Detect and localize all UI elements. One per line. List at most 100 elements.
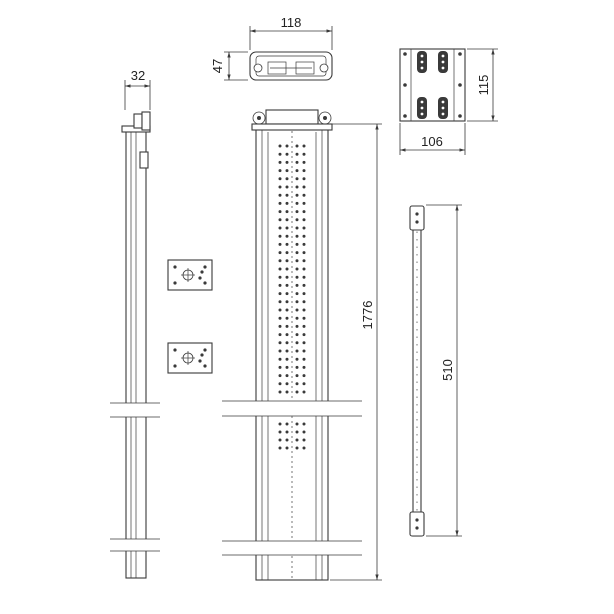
mounting-hole — [285, 144, 289, 148]
mounting-hole — [295, 152, 299, 156]
hole-pattern — [278, 144, 306, 450]
mounting-hole — [278, 201, 282, 205]
mounting-hole — [278, 185, 282, 189]
mounting-hole — [285, 341, 289, 345]
mounting-hole — [295, 193, 299, 197]
mounting-hole — [302, 242, 306, 246]
mounting-hole — [302, 446, 306, 450]
mounting-hole — [295, 357, 299, 361]
mounting-hole — [302, 152, 306, 156]
top-view — [249, 51, 333, 81]
mounting-hole — [278, 210, 282, 214]
mounting-hole — [278, 300, 282, 304]
mounting-hole — [278, 316, 282, 320]
mounting-hole — [278, 324, 282, 328]
mounting-hole — [295, 292, 299, 296]
mounting-hole — [295, 185, 299, 189]
mounting-hole — [278, 234, 282, 238]
mounting-hole — [278, 333, 282, 337]
mounting-hole — [285, 430, 289, 434]
mounting-hole — [278, 242, 282, 246]
mounting-hole — [302, 226, 306, 230]
mounting-hole — [302, 185, 306, 189]
mounting-hole — [295, 283, 299, 287]
mounting-hole — [278, 152, 282, 156]
mounting-hole — [295, 341, 299, 345]
dim-top-width: 118 — [249, 15, 333, 50]
mounting-hole — [302, 438, 306, 442]
mounting-hole — [302, 259, 306, 263]
main-column-view — [222, 109, 362, 581]
mounting-hole — [302, 210, 306, 214]
mounting-hole — [302, 365, 306, 369]
mounting-hole — [278, 390, 282, 394]
mounting-hole — [295, 144, 299, 148]
mounting-hole — [285, 390, 289, 394]
mounting-hole — [295, 300, 299, 304]
mounting-hole — [278, 251, 282, 255]
bracket-lower — [167, 342, 213, 374]
mounting-hole — [278, 438, 282, 442]
mounting-hole — [302, 333, 306, 337]
mounting-hole — [278, 144, 282, 148]
mounting-hole — [278, 349, 282, 353]
plate-height-label: 115 — [476, 75, 491, 96]
mounting-hole — [285, 292, 289, 296]
mounting-hole — [295, 177, 299, 181]
mounting-hole — [285, 275, 289, 279]
dim-rod-length: 510 — [426, 204, 462, 537]
rod-length-label: 510 — [440, 359, 455, 381]
mounting-hole — [285, 446, 289, 450]
mounting-hole — [285, 185, 289, 189]
mounting-hole — [302, 234, 306, 238]
mounting-hole — [295, 201, 299, 205]
mounting-hole — [295, 365, 299, 369]
mounting-hole — [285, 300, 289, 304]
mounting-hole — [295, 333, 299, 337]
top-height-label: 47 — [210, 59, 225, 73]
mounting-hole — [302, 177, 306, 181]
mounting-hole — [302, 193, 306, 197]
mounting-hole — [302, 422, 306, 426]
mounting-hole — [278, 267, 282, 271]
mounting-hole — [278, 226, 282, 230]
mounting-hole — [278, 446, 282, 450]
mounting-hole — [295, 374, 299, 378]
mounting-hole — [285, 365, 289, 369]
side-width-label: 32 — [131, 68, 145, 83]
mounting-hole — [302, 283, 306, 287]
mounting-hole — [278, 169, 282, 173]
mounting-hole — [285, 316, 289, 320]
mounting-hole — [278, 308, 282, 312]
dim-total-height: 1776 — [330, 123, 382, 581]
mounting-hole — [285, 193, 289, 197]
mounting-hole — [278, 193, 282, 197]
mounting-hole — [295, 267, 299, 271]
mounting-hole — [295, 438, 299, 442]
mounting-hole — [278, 341, 282, 345]
dim-plate-height: 115 — [467, 48, 498, 122]
mounting-hole — [302, 374, 306, 378]
mounting-hole — [285, 251, 289, 255]
mounting-hole — [278, 430, 282, 434]
mounting-hole — [278, 382, 282, 386]
mounting-hole — [302, 275, 306, 279]
mounting-hole — [285, 226, 289, 230]
mounting-hole — [295, 160, 299, 164]
mounting-hole — [295, 218, 299, 222]
rod-view — [409, 205, 425, 537]
mounting-hole — [285, 152, 289, 156]
mounting-hole — [278, 177, 282, 181]
mounting-hole — [295, 226, 299, 230]
mounting-hole — [302, 169, 306, 173]
mounting-hole — [302, 341, 306, 345]
mounting-hole — [285, 374, 289, 378]
total-height-label: 1776 — [360, 301, 375, 330]
mounting-hole — [302, 292, 306, 296]
mounting-hole — [302, 308, 306, 312]
mounting-hole — [278, 218, 282, 222]
mounting-hole — [285, 349, 289, 353]
mounting-hole — [295, 259, 299, 263]
mounting-hole — [295, 169, 299, 173]
